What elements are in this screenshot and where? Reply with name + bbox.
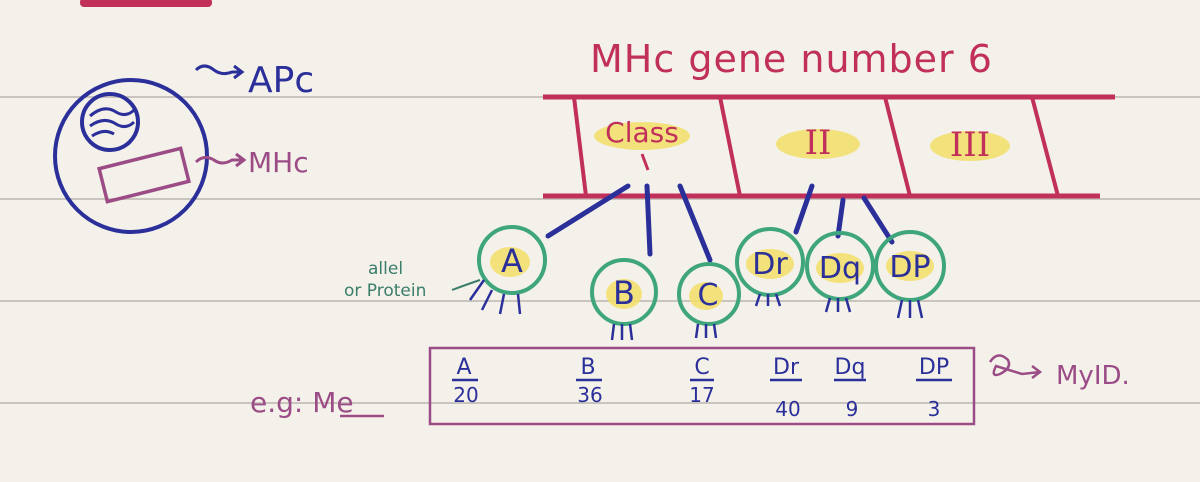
example-label: e.g: Me	[250, 386, 354, 419]
example-gene: DP	[919, 355, 949, 380]
example-gene: Dq	[835, 355, 866, 380]
nucleus	[82, 94, 138, 150]
class-ii-label: II	[805, 123, 832, 163]
example-value: 40	[775, 397, 800, 421]
allele-B: B	[592, 260, 656, 340]
allele-label: C	[698, 278, 719, 313]
example-columns: A 20 B 36 C 17 Dr 40 Dq 9 DP 3	[452, 355, 952, 421]
example-gene: C	[694, 355, 709, 380]
allele-C: C	[679, 264, 739, 338]
segment-divider	[720, 97, 740, 196]
allele-note-line2: or Protein	[344, 281, 426, 301]
class-i-mark	[642, 154, 648, 170]
example-col-C: C 17	[689, 355, 714, 407]
mhc-molecule	[99, 148, 189, 201]
example-col-A: A 20	[452, 355, 479, 407]
apc-arrow	[196, 66, 242, 78]
side-note-arrow	[990, 355, 1040, 378]
example-col-DP: DP 3	[916, 355, 952, 421]
allele-Dr: Dr	[737, 229, 803, 306]
example-value: 17	[689, 383, 714, 407]
note-pointer	[452, 280, 480, 290]
apc-cell	[55, 80, 207, 232]
class-i-label: Class	[605, 116, 679, 149]
allele-label: Dq	[819, 251, 861, 286]
segment-divider	[885, 97, 910, 196]
gene-map: Class II III	[543, 97, 1115, 196]
allele-label: Dr	[752, 247, 788, 282]
allele-A: A	[470, 227, 545, 314]
segment-divider	[1032, 97, 1058, 196]
allele-note-line1: allel	[368, 259, 403, 279]
side-note: MyID.	[1056, 361, 1130, 391]
example-col-Dq: Dq 9	[834, 355, 866, 421]
example-gene: B	[580, 355, 595, 380]
example-value: 9	[846, 397, 859, 421]
example-col-Dr: Dr 40	[770, 355, 802, 421]
example-value: 36	[577, 383, 602, 407]
example-gene: Dr	[773, 355, 800, 380]
example-gene: A	[456, 355, 471, 380]
example-value: 20	[453, 383, 478, 407]
allele-label: A	[501, 242, 523, 280]
allele-Dq: Dq	[807, 233, 873, 312]
allele-label: B	[613, 274, 635, 312]
mhc-arrow	[196, 154, 244, 166]
diagram-title: MHc gene number 6	[590, 37, 993, 81]
apc-label: APc	[248, 60, 314, 101]
allele-DP: DP	[876, 232, 944, 318]
segment-divider	[574, 97, 586, 196]
example-col-B: B 36	[576, 355, 603, 407]
class-iii-label: III	[950, 125, 990, 165]
example-value: 3	[928, 397, 941, 421]
allele-label: DP	[889, 250, 930, 285]
header-marker	[80, 0, 212, 7]
mhc-label: MHc	[248, 146, 309, 179]
